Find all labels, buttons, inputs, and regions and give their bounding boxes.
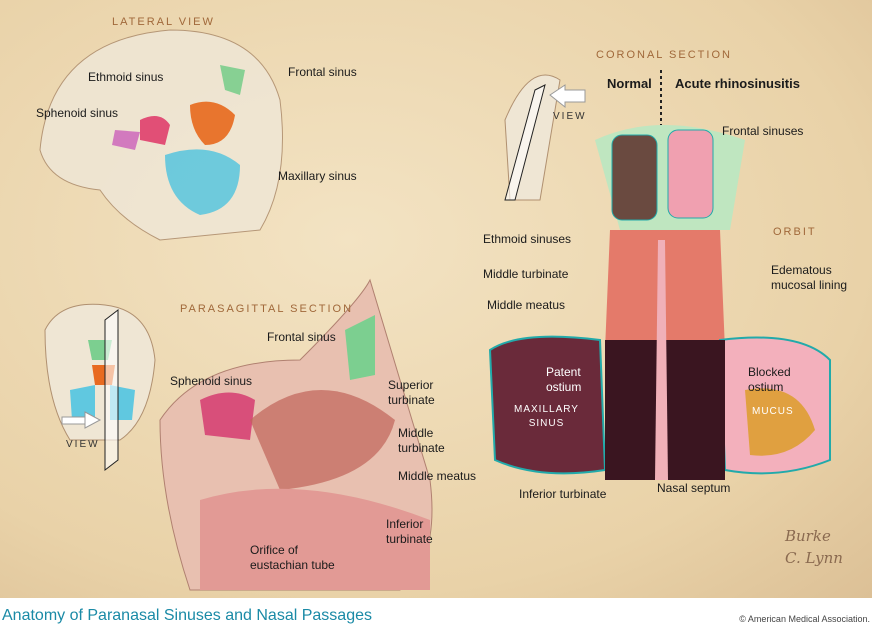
label-mucus: MUCUS: [752, 406, 794, 417]
label-inferior-turbinate: Inferior: [386, 517, 424, 531]
label-inferior-turbinate-2b: Inferior turbinate: [519, 487, 607, 501]
label-maxillary: MAXILLARY: [514, 404, 579, 415]
label-middle-turbinate-3: Middle turbinate: [483, 267, 569, 281]
copyright: © American Medical Association.: [739, 614, 870, 624]
label-edematous-2: mucosal lining: [771, 278, 848, 292]
label-middle-meatus: Middle meatus: [398, 469, 477, 483]
normal-heading: Normal: [607, 76, 652, 91]
anatomy-drawing: [39, 29, 831, 591]
view-label: VIEW: [66, 439, 100, 450]
label-maxillary-sinus: Maxillary sinus: [278, 169, 357, 183]
label-inferior-turbinate-2: turbinate: [386, 532, 433, 546]
parasagittal-section: [159, 278, 433, 591]
view-label-2: VIEW: [553, 111, 587, 122]
acute-heading: Acute rhinosinusitis: [675, 76, 800, 91]
signature-1: Burke: [785, 527, 831, 545]
illustration: LATERAL VIEW Frontal sinus Ethmoid sinus…: [0, 0, 872, 598]
label-sphenoid-sinus: Sphenoid sinus: [36, 106, 119, 120]
label-edematous: Edematous: [771, 263, 832, 277]
label-middle-turbinate-2: turbinate: [398, 441, 445, 455]
label-sphenoid-sinus-2: Sphenoid sinus: [170, 374, 253, 388]
label-maxillary-2: SINUS: [528, 418, 565, 429]
label-patent-ostium-2: ostium: [546, 380, 582, 394]
parasagittal-title: PARASAGITTAL SECTION: [180, 303, 354, 315]
label-frontal-sinuses: Frontal sinuses: [722, 124, 804, 138]
label-blocked-ostium: Blocked: [748, 365, 791, 379]
figure-caption: Anatomy of Paranasal Sinuses and Nasal P…: [2, 607, 372, 624]
label-nasal-septum: Nasal septum: [657, 481, 731, 495]
lateral-skull: [39, 29, 283, 241]
coronal-title: CORONAL SECTION: [596, 49, 732, 61]
label-middle-meatus-2: Middle meatus: [487, 298, 566, 312]
label-ethmoid-sinuses: Ethmoid sinuses: [483, 232, 572, 246]
label-orbit: ORBIT: [773, 226, 817, 238]
artist-signature: Burke C. Lynn: [785, 525, 843, 569]
label-blocked-ostium-2: ostium: [748, 380, 784, 394]
label-superior-turbinate: Superior: [388, 378, 434, 392]
frontal-skull: [44, 303, 156, 472]
label-eustachian: Orifice of: [250, 543, 299, 557]
label-ethmoid-sinus: Ethmoid sinus: [88, 70, 164, 84]
label-eustachian-2: eustachian tube: [250, 558, 335, 572]
signature-2: C. Lynn: [785, 549, 843, 567]
label-frontal-sinus: Frontal sinus: [288, 65, 357, 79]
label-frontal-sinus-2: Frontal sinus: [267, 330, 336, 344]
coronal-section: [488, 70, 831, 480]
label-superior-turbinate-2: turbinate: [388, 393, 435, 407]
lateral-view-title: LATERAL VIEW: [112, 16, 215, 28]
label-patent-ostium: Patent: [546, 365, 581, 379]
label-middle-turbinate: Middle: [398, 426, 434, 440]
